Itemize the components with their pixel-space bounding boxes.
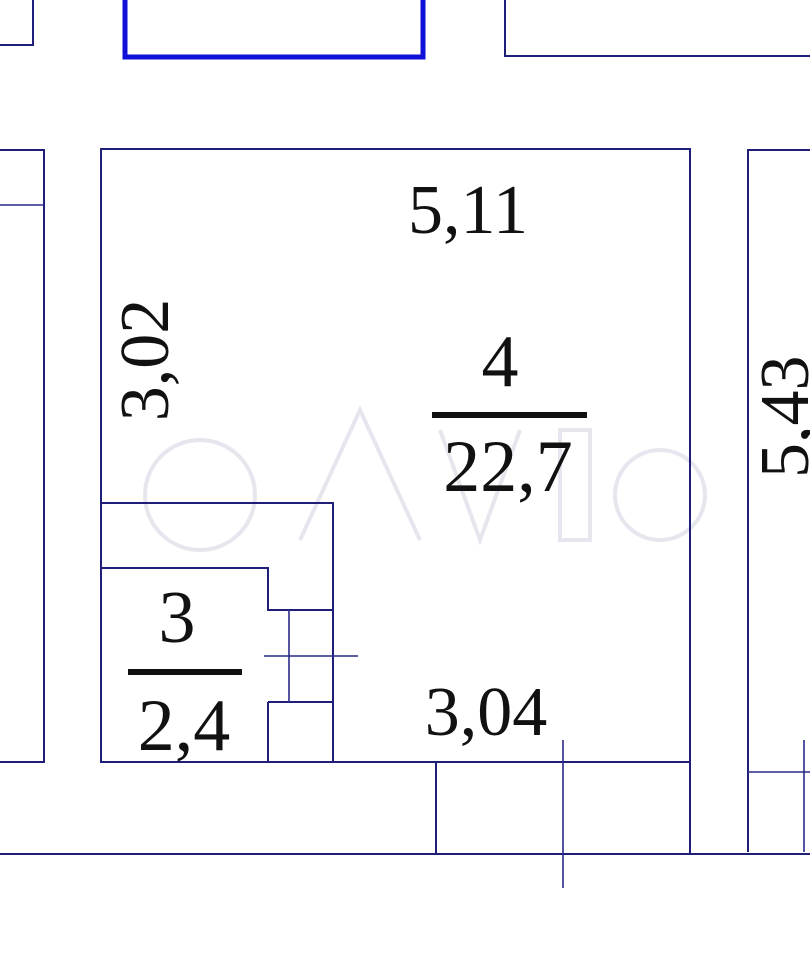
top-left-room-edge <box>0 0 34 46</box>
top-right-room-edge <box>504 0 810 57</box>
highlighted-room-outline <box>122 0 426 60</box>
right-room-outline <box>747 149 810 852</box>
room-4-number: 4 <box>482 321 519 403</box>
dimension-right-room-height: 5,43 <box>747 356 810 479</box>
dimension-top-width: 5,11 <box>408 172 528 249</box>
left-room-outline <box>0 149 45 763</box>
dimension-left-height: 3,02 <box>107 299 184 422</box>
room-3-number: 3 <box>159 577 196 659</box>
room-4-outline <box>100 148 691 763</box>
room-4-area: 22,7 <box>443 426 573 508</box>
corridor-outline <box>0 740 810 888</box>
dimension-bottom-width: 3,04 <box>425 674 548 751</box>
watermark-logo <box>143 405 707 552</box>
room-3-area: 2,4 <box>138 685 231 767</box>
